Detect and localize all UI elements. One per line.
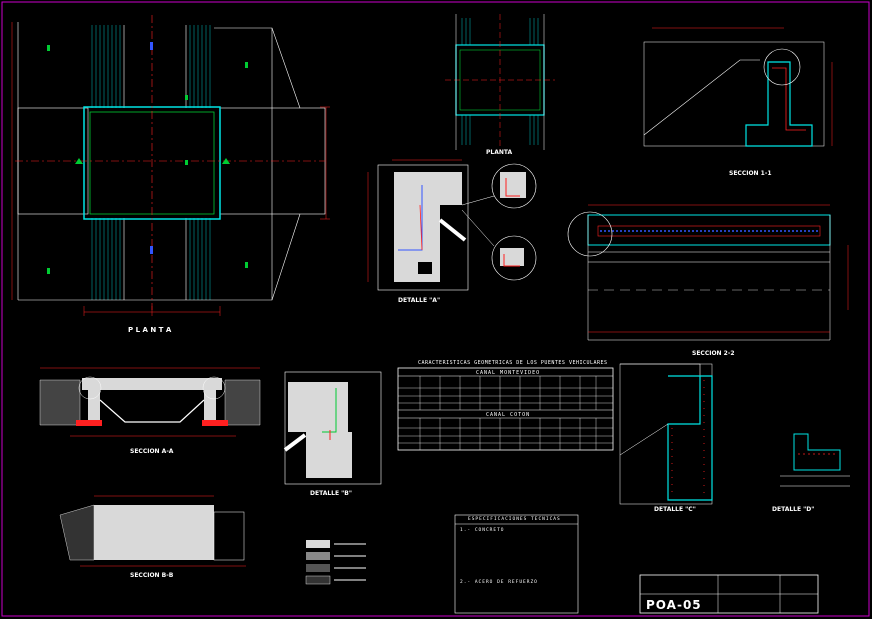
specs-box: [454, 514, 579, 614]
detalle-d-view: [780, 433, 850, 487]
title-seccion-2-2: SECCION 2-2: [692, 350, 735, 357]
seccion-2-2-view: [567, 204, 849, 341]
detalle-b-view: [283, 371, 382, 485]
specs-item-1: 1.- CONCRETO: [460, 528, 505, 533]
table-group-1: CANAL MONTEVIDEO: [476, 370, 541, 376]
seccion-b-b-view: [59, 495, 246, 567]
title-detalle-a: DETALLE "A": [398, 297, 441, 304]
detalle-c-view: [619, 363, 713, 505]
seccion-a-a-view: [39, 367, 261, 437]
planta-main-view: [11, 15, 330, 316]
planta-top-view: [445, 14, 555, 150]
title-detalle-d: DETALLE "D": [772, 506, 815, 513]
title-planta-main: P L A N T A: [128, 326, 172, 334]
title-seccion-a-a: SECCION A-A: [130, 448, 174, 455]
hatch-legend: [305, 540, 366, 585]
title-seccion-1-1: SECCION 1-1: [729, 170, 772, 177]
table-group-2: CANAL COTON: [486, 412, 531, 418]
specs-item-2: 2.- ACERO DE REFUERZO: [460, 580, 538, 585]
title-planta-top: PLANTA: [486, 149, 513, 156]
title-detalle-c: DETALLE "C": [654, 506, 696, 513]
sheet-code: POA-05: [646, 598, 702, 612]
title-block: [639, 574, 819, 614]
detalle-a-view: [367, 159, 537, 291]
title-seccion-b-b: SECCION B-B: [130, 572, 174, 579]
table-title: CARACTERISTICAS GEOMETRICAS DE LOS PUENT…: [418, 360, 608, 366]
title-detalle-b: DETALLE "B": [310, 490, 353, 497]
specs-title: ESPECIFICACIONES TECNICAS: [468, 517, 561, 522]
seccion-1-1-view: [643, 27, 833, 147]
table-grid: [397, 367, 614, 451]
